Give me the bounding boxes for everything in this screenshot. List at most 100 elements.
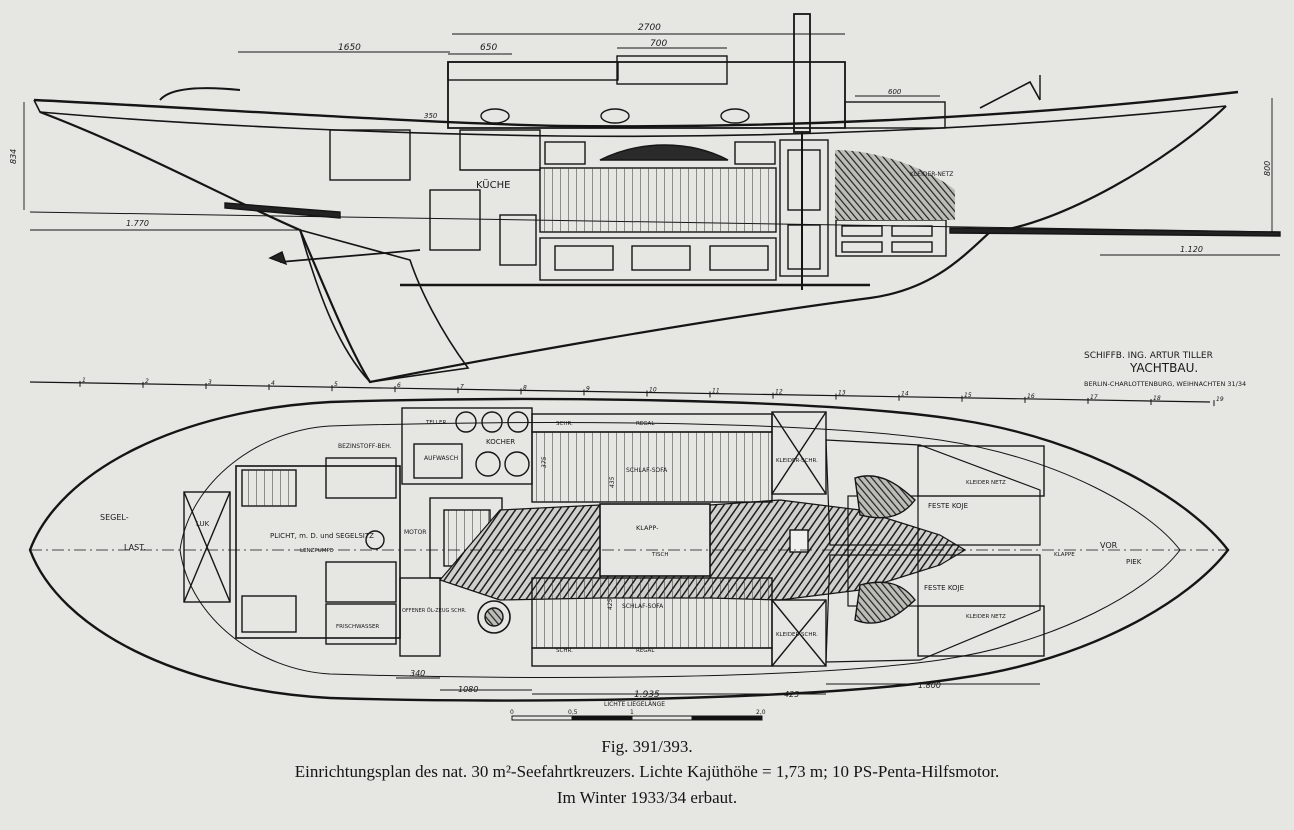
dim-1080: 1080 <box>458 685 478 694</box>
label-piek: PIEK <box>1126 558 1142 566</box>
station-number: 8 <box>523 384 527 391</box>
label-regal: REGAL <box>636 421 655 427</box>
plan-cockpit <box>235 465 401 639</box>
label-luk: LUK <box>196 520 210 528</box>
station-number: 13 <box>838 390 846 397</box>
station-number: 18 <box>1153 395 1161 402</box>
porthole <box>720 108 750 124</box>
designer-block: SCHIFFB. ING. ARTUR TILLER YACHTBAU. BER… <box>1084 351 1246 388</box>
label-plicht: PLICHT, m. D. und SEGELSITZ <box>270 532 374 540</box>
label-kleider-netz-profile: KLEIDER-NETZ <box>910 171 953 178</box>
label-kleider-netz-plan-2: KLEIDER NETZ <box>966 614 1006 620</box>
plan-berth-port <box>825 439 1041 546</box>
label-kleider-schr-2: KLEIDER-SCHR. <box>776 632 818 638</box>
label-oelzeug: OFFENER ÖL-ZEUG SCHR. <box>402 607 467 614</box>
scale-half: 0,5 <box>568 709 578 716</box>
label-tisch: TISCH <box>651 552 668 558</box>
designer-line1: SCHIFFB. ING. ARTUR TILLER <box>1084 351 1213 361</box>
label-lichte: LICHTE LIEGELÄNGE <box>604 701 665 708</box>
station-number: 7 <box>460 383 464 390</box>
figure-caption-date: Im Winter 1933/34 erbaut. <box>556 788 738 807</box>
profile-sheer-line <box>33 90 1239 128</box>
dim-700: 700 <box>650 39 667 49</box>
label-bezin: BEZINSTOFF-BEH. <box>338 443 392 450</box>
profile-mast <box>793 13 811 133</box>
label-teller: TELLER <box>425 420 446 426</box>
label-kleider-schr: KLEIDER-SCHR. <box>776 458 818 464</box>
label-last: LAST. <box>124 543 146 552</box>
label-schr-2: SCHR. <box>556 648 573 654</box>
dim-2700: 2700 <box>638 23 661 33</box>
dim-375: 375 <box>541 456 548 468</box>
label-kocher: KOCHER <box>486 438 515 446</box>
station-number: 19 <box>1216 396 1224 403</box>
designer-line2: YACHTBAU. <box>1129 361 1198 375</box>
porthole <box>480 108 510 124</box>
dim-350: 350 <box>424 112 438 120</box>
station-number: 1 <box>82 377 86 384</box>
label-schr: SCHR. <box>556 421 573 427</box>
label-frischwasser: FRISCHWASSER <box>336 624 379 630</box>
scale-bar <box>511 715 763 721</box>
station-number: 17 <box>1090 394 1098 401</box>
dim-650: 650 <box>480 43 497 53</box>
dim-1935: 1.935 <box>634 690 660 700</box>
profile-keel <box>298 228 470 383</box>
label-segel: SEGEL- <box>100 513 129 522</box>
station-number: 2 <box>145 378 149 385</box>
dim-1770: 1.770 <box>126 219 149 228</box>
plan-helm <box>477 600 511 634</box>
plan-view <box>28 397 1230 702</box>
station-number: 3 <box>208 379 212 386</box>
profile-labels: KÜCHE KLEIDER-NETZ 1650 650 2700 700 600… <box>9 23 1272 254</box>
plan-luk <box>183 491 231 603</box>
figure-number: Fig. 391/393. <box>601 737 693 756</box>
station-number: 14 <box>901 391 909 398</box>
dim-800: 800 <box>1263 161 1272 176</box>
profile-view <box>23 13 1281 403</box>
dim-600: 600 <box>888 88 902 96</box>
label-lenzpumpe: LENZPUMPE <box>300 548 334 554</box>
dim-435: 435 <box>609 476 616 488</box>
scale-two: 2,0 <box>756 709 766 716</box>
station-number: 15 <box>964 392 972 399</box>
label-regal-2: REGAL <box>636 648 655 654</box>
dim-1650: 1650 <box>338 43 361 53</box>
dim-1120: 1.120 <box>1180 245 1203 254</box>
label-kueche: KÜCHE <box>476 178 510 191</box>
label-vor: VOR <box>1100 541 1118 550</box>
station-baseline <box>29 381 1211 403</box>
label-aufwasch: AUFWASCH <box>424 455 458 462</box>
station-number: 10 <box>649 386 657 393</box>
station-number: 16 <box>1027 393 1035 400</box>
dim-834: 834 <box>9 149 18 164</box>
scale-one: 1 <box>630 709 634 716</box>
label-klapp: KLAPP- <box>636 524 659 532</box>
label-kleider-netz-plan: KLEIDER NETZ <box>966 480 1006 486</box>
designer-line3: BERLIN-CHARLOTTENBURG, WEIHNACHTEN 31/34 <box>1084 380 1246 388</box>
scale-labels: 0 0,5 1 2,0 <box>510 709 766 716</box>
label-feste-koje-2: FESTE KOJE <box>924 584 964 592</box>
station-number: 4 <box>271 380 275 387</box>
label-klappe: KLAPPE <box>1054 552 1075 558</box>
dim-425: 425 <box>784 690 799 699</box>
label-feste-koje: FESTE KOJE <box>928 502 968 510</box>
station-number: 11 <box>712 388 720 395</box>
scale-zero: 0 <box>510 709 514 716</box>
station-number: 6 <box>397 382 401 389</box>
station-number: 9 <box>586 385 590 392</box>
plan-table <box>599 503 711 577</box>
station-number: 5 <box>334 381 338 388</box>
label-schlaf-sofa-2: SCHLAF-SOFA <box>622 603 664 610</box>
plan-wardrobe-starboard <box>771 599 827 667</box>
porthole <box>600 108 630 124</box>
plan-berth-starboard <box>825 554 1041 663</box>
dim-340: 340 <box>410 669 425 678</box>
figure-caption: Einrichtungsplan des nat. 30 m²-Seefahrt… <box>294 762 1000 781</box>
label-motor: MOTOR <box>404 529 426 536</box>
plan-labels: SEGEL- LAST. LUK BEZINSTOFF-BEH. PLICHT,… <box>100 420 1142 708</box>
profile-hull-outline <box>39 105 1227 384</box>
